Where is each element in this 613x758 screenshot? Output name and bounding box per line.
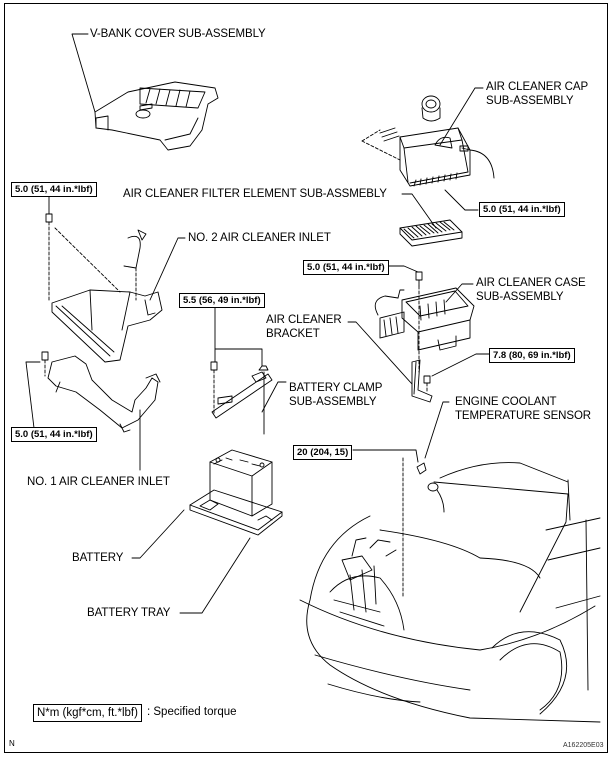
no2-inlet-leader	[149, 237, 186, 301]
label-air-cleaner-bracket-line1: AIR CLEANER	[266, 314, 342, 326]
diagram-frame	[4, 3, 608, 753]
air-cleaner-bracket-leader	[347, 321, 413, 385]
clamp-torque-leader	[214, 306, 263, 367]
no1-torque-leader	[25, 361, 41, 429]
air-cleaner-bracket-illustration	[411, 359, 433, 403]
label-no2-air-cleaner-inlet: NO. 2 AIR CLEANER INLET	[188, 232, 331, 244]
label-air-cleaner-bracket-line2: BRACKET	[266, 328, 320, 340]
legend-description: : Specified torque	[147, 706, 237, 718]
label-no1-air-cleaner-inlet: NO. 1 AIR CLEANER INLET	[27, 476, 170, 488]
ect-sensor-illustration	[416, 462, 445, 513]
label-air-cleaner-cap-line2: SUB-ASSEMBLY	[486, 95, 574, 107]
torque-no1-inlet-bolt: 5.0 (51, 44 in.*lbf)	[11, 427, 97, 442]
cap-exploded-dashline	[361, 129, 401, 161]
torque-ect-sensor: 20 (204, 15)	[293, 445, 353, 460]
battery-tray-illustration	[189, 489, 283, 536]
ect-sensor-leader	[424, 401, 450, 459]
battery-leader	[131, 509, 185, 559]
no2-inlet-illustration	[51, 229, 163, 363]
label-ect-sensor-line1: ENGINE COOLANT	[455, 396, 557, 408]
battery-clamp-leader	[261, 381, 287, 413]
no1-inlet-illustration	[47, 355, 161, 433]
label-air-cleaner-case-line1: AIR CLEANER CASE	[476, 277, 586, 289]
bracket-bolt-icon	[423, 375, 431, 384]
label-battery-clamp-line2: SUB-ASSEMBLY	[289, 396, 377, 408]
no2-inlet-dashline	[48, 221, 137, 303]
label-battery-tray: BATTERY TRAY	[87, 607, 171, 619]
v-bank-cover-illustration	[94, 81, 219, 151]
label-battery: BATTERY	[72, 552, 124, 564]
corner-mark: N	[9, 739, 15, 748]
battery-clamp-illustration	[211, 365, 273, 435]
air-cleaner-case-illustration	[374, 287, 475, 351]
case-bolt-icon	[415, 271, 423, 287]
ect-torque-leader	[352, 449, 419, 463]
label-air-cleaner-case-line2: SUB-ASSEMBLY	[476, 291, 564, 303]
filter-element-illustration	[399, 219, 463, 247]
clamp-bolt-icon	[210, 361, 218, 371]
torque-case-bolt: 5.0 (51, 44 in.*lbf)	[303, 260, 389, 275]
bracket-torque-leader	[431, 353, 490, 377]
torque-bracket-bolt: 7.8 (80, 69 in.*lbf)	[489, 348, 575, 363]
filter-element-leader	[401, 193, 437, 229]
label-battery-clamp-line1: BATTERY CLAMP	[289, 382, 383, 394]
torque-cap-clamp: 5.0 (51, 44 in.*lbf)	[479, 202, 565, 217]
no1-inlet-bolt-icon	[41, 351, 49, 361]
label-filter-element: AIR CLEANER FILTER ELEMENT SUB-ASSMEBLY	[123, 188, 387, 200]
legend-torque-unit-box: N*m (kgf*cm, ft.*lbf)	[33, 704, 142, 722]
v-bank-cover-leader	[71, 33, 96, 113]
battery-illustration	[209, 449, 273, 517]
no2-inlet-bolt-icon	[45, 213, 53, 223]
vehicle-illustration	[299, 462, 601, 723]
air-cleaner-cap-leader	[439, 87, 484, 146]
label-v-bank-cover: V-BANK COVER SUB-ASSEMBLY	[90, 28, 266, 40]
air-cleaner-case-leader	[445, 283, 474, 303]
label-ect-sensor-line2: TEMPERATURE SENSOR	[455, 410, 592, 422]
figure-id: A162205E03	[563, 742, 604, 749]
torque-battery-clamp: 5.5 (56, 49 in.*lbf)	[179, 293, 265, 308]
air-cleaner-cap-illustration	[379, 95, 495, 187]
label-air-cleaner-cap-line1: AIR CLEANER CAP	[486, 81, 589, 93]
torque-no2-inlet-bolt: 5.0 (51, 44 in.*lbf)	[11, 182, 97, 197]
battery-tray-leader	[179, 537, 251, 614]
cap-torque-leader	[444, 189, 479, 211]
